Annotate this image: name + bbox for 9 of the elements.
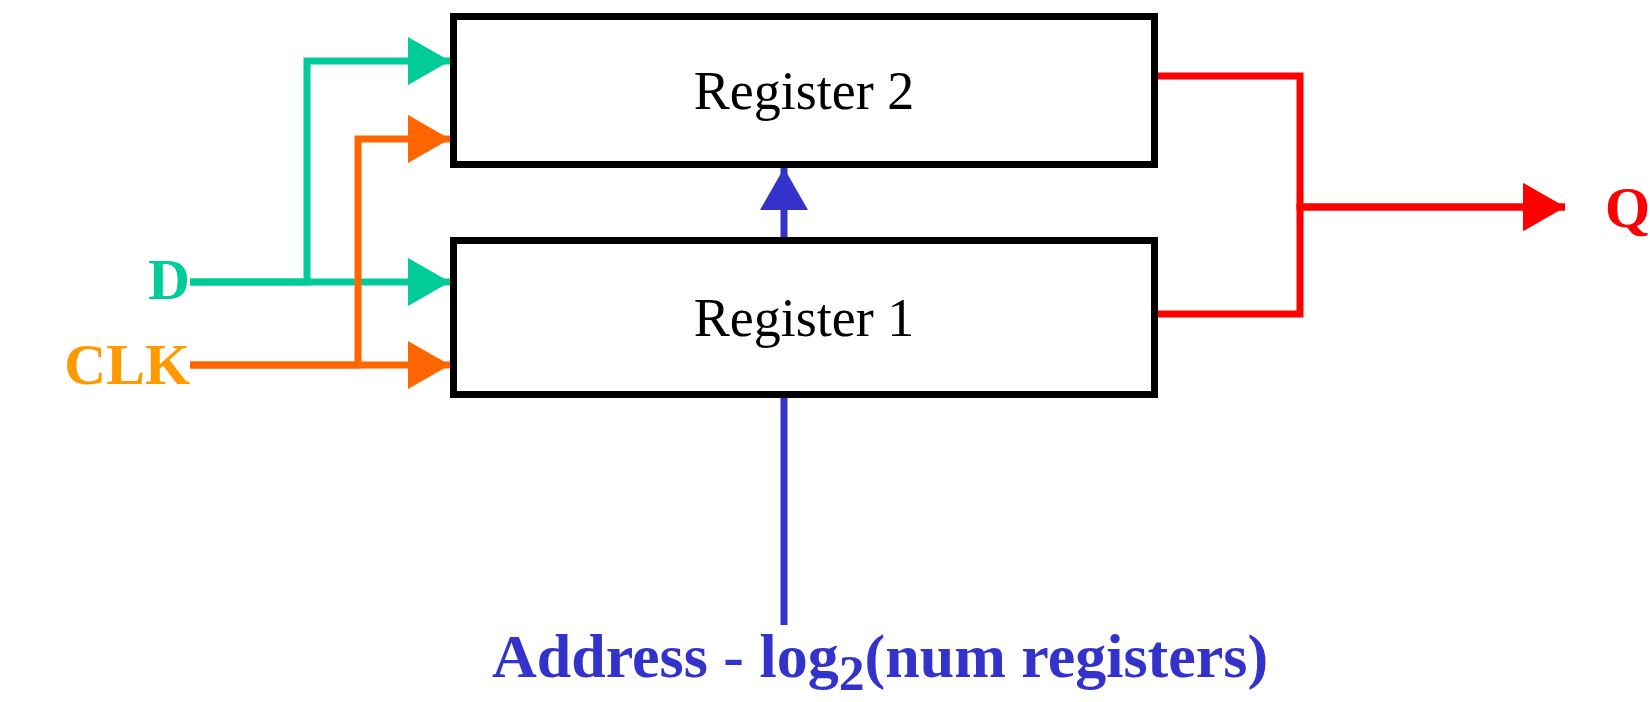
register-box (450, 13, 1158, 168)
signal-label: D (148, 251, 190, 309)
register-box (450, 237, 1158, 398)
signal-label: Address - log$_{2}$(num registers) (491, 625, 1269, 700)
register-label: Register 1 (693, 286, 915, 349)
signal-label: Q (1604, 178, 1650, 237)
register-label: Register 2 (693, 59, 915, 122)
arrow (760, 168, 808, 237)
signal-label: CLK (64, 336, 190, 394)
